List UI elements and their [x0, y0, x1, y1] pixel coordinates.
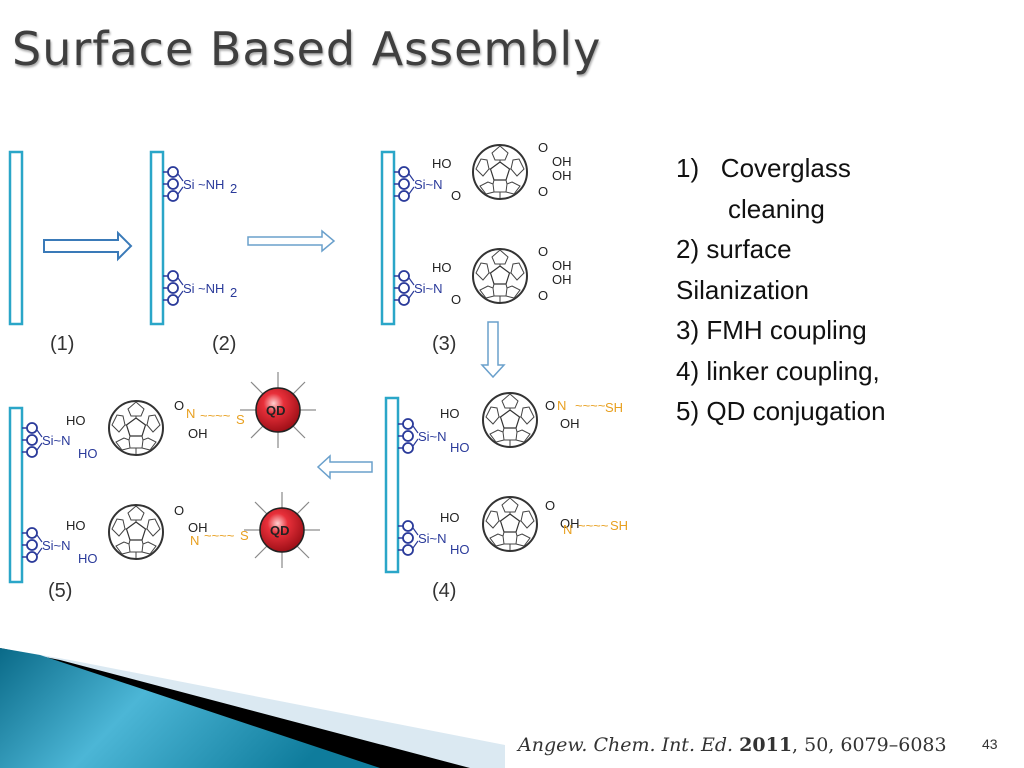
- step-4: 4) linker coupling,: [676, 355, 880, 386]
- svg-text:2: 2: [230, 285, 237, 300]
- svg-text:O: O: [451, 292, 461, 307]
- svg-text:HO: HO: [450, 440, 470, 455]
- svg-text:Si~N: Si~N: [414, 177, 443, 192]
- svg-text:~NH: ~NH: [198, 177, 224, 192]
- panel-label-1: (1): [50, 333, 74, 355]
- svg-text:Si~N: Si~N: [414, 281, 443, 296]
- step-1-cont: cleaning: [728, 193, 825, 224]
- svg-text:~NH: ~NH: [198, 281, 224, 296]
- svg-text:2: 2: [230, 181, 237, 196]
- step-3: 3) FMH coupling: [676, 315, 867, 345]
- svg-text:~~~~: ~~~~: [204, 528, 235, 543]
- arrow-right-icon: [247, 229, 336, 253]
- svg-text:HO: HO: [78, 446, 98, 461]
- arrow-right-icon: [43, 230, 133, 262]
- svg-text:Si: Si: [183, 281, 195, 296]
- svg-text:HO: HO: [440, 510, 460, 525]
- svg-text:N: N: [557, 398, 566, 413]
- svg-text:HO: HO: [432, 260, 452, 275]
- panel-label-5: (5): [48, 580, 72, 602]
- step-2-cont: Silanization: [676, 274, 809, 305]
- svg-text:O: O: [538, 288, 548, 303]
- svg-text:N: N: [190, 533, 199, 548]
- glass-slide-1: [8, 150, 24, 326]
- svg-text:OH: OH: [188, 520, 208, 535]
- assembly-steps-list: 1) Coverglass cleaning 2) surface Silani…: [676, 148, 996, 432]
- svg-text:OH: OH: [552, 258, 572, 273]
- svg-text:SH: SH: [605, 400, 623, 415]
- svg-text:O: O: [538, 244, 548, 259]
- panel-label-4: (4): [432, 580, 456, 602]
- svg-text:~~~~: ~~~~: [200, 408, 231, 423]
- step-2: 2) surface: [676, 234, 792, 264]
- svg-text:OH: OH: [560, 416, 580, 431]
- svg-text:N: N: [186, 406, 195, 421]
- arrow-down-icon: [480, 321, 506, 379]
- svg-text:N: N: [563, 522, 572, 537]
- svg-text:Si~N: Si~N: [418, 531, 447, 546]
- step-5: 5) QD conjugation: [676, 396, 886, 426]
- svg-text:O: O: [538, 184, 548, 199]
- svg-text:OH: OH: [552, 168, 572, 183]
- panel-label-2: (2): [212, 333, 236, 355]
- svg-text:O: O: [451, 188, 461, 203]
- svg-text:S: S: [236, 412, 245, 427]
- svg-text:OH: OH: [188, 426, 208, 441]
- glass-slide-3: [380, 150, 396, 326]
- glass-slide-2: [149, 150, 165, 326]
- svg-text:HO: HO: [432, 156, 452, 171]
- page-number: 43: [982, 736, 998, 752]
- glass-slide-4: [384, 396, 400, 574]
- svg-text:OH: OH: [560, 516, 580, 531]
- step-1: 1) Coverglass: [676, 153, 851, 183]
- svg-text:O: O: [545, 498, 555, 513]
- citation: Angew. Chem. Int. Ed. 2011, 50, 6079–608…: [518, 734, 947, 756]
- svg-text:HO: HO: [450, 542, 470, 557]
- svg-text:O: O: [174, 398, 184, 413]
- svg-text:Si~N: Si~N: [42, 538, 71, 553]
- svg-text:HO: HO: [66, 518, 86, 533]
- svg-text:~~~~: ~~~~: [575, 398, 606, 413]
- svg-text:O: O: [174, 503, 184, 518]
- svg-text:~~~~: ~~~~: [578, 518, 609, 533]
- slide-title: Surface Based Assembly: [12, 22, 602, 76]
- svg-text:Si~N: Si~N: [42, 433, 71, 448]
- svg-text:S: S: [240, 528, 249, 543]
- svg-text:OH: OH: [552, 272, 572, 287]
- svg-text:QD: QD: [270, 523, 290, 538]
- svg-text:HO: HO: [78, 551, 98, 566]
- svg-text:HO: HO: [66, 413, 86, 428]
- svg-text:SH: SH: [610, 518, 628, 533]
- svg-text:HO: HO: [440, 406, 460, 421]
- svg-text:OH: OH: [552, 154, 572, 169]
- svg-text:O: O: [538, 140, 548, 155]
- svg-text:Si~N: Si~N: [418, 429, 447, 444]
- svg-text:O: O: [545, 398, 555, 413]
- svg-text:Si: Si: [183, 177, 195, 192]
- svg-text:QD: QD: [266, 403, 286, 418]
- glass-slide-5: [8, 406, 24, 584]
- panel-label-3: (3): [432, 333, 456, 355]
- arrow-left-icon: [316, 454, 373, 480]
